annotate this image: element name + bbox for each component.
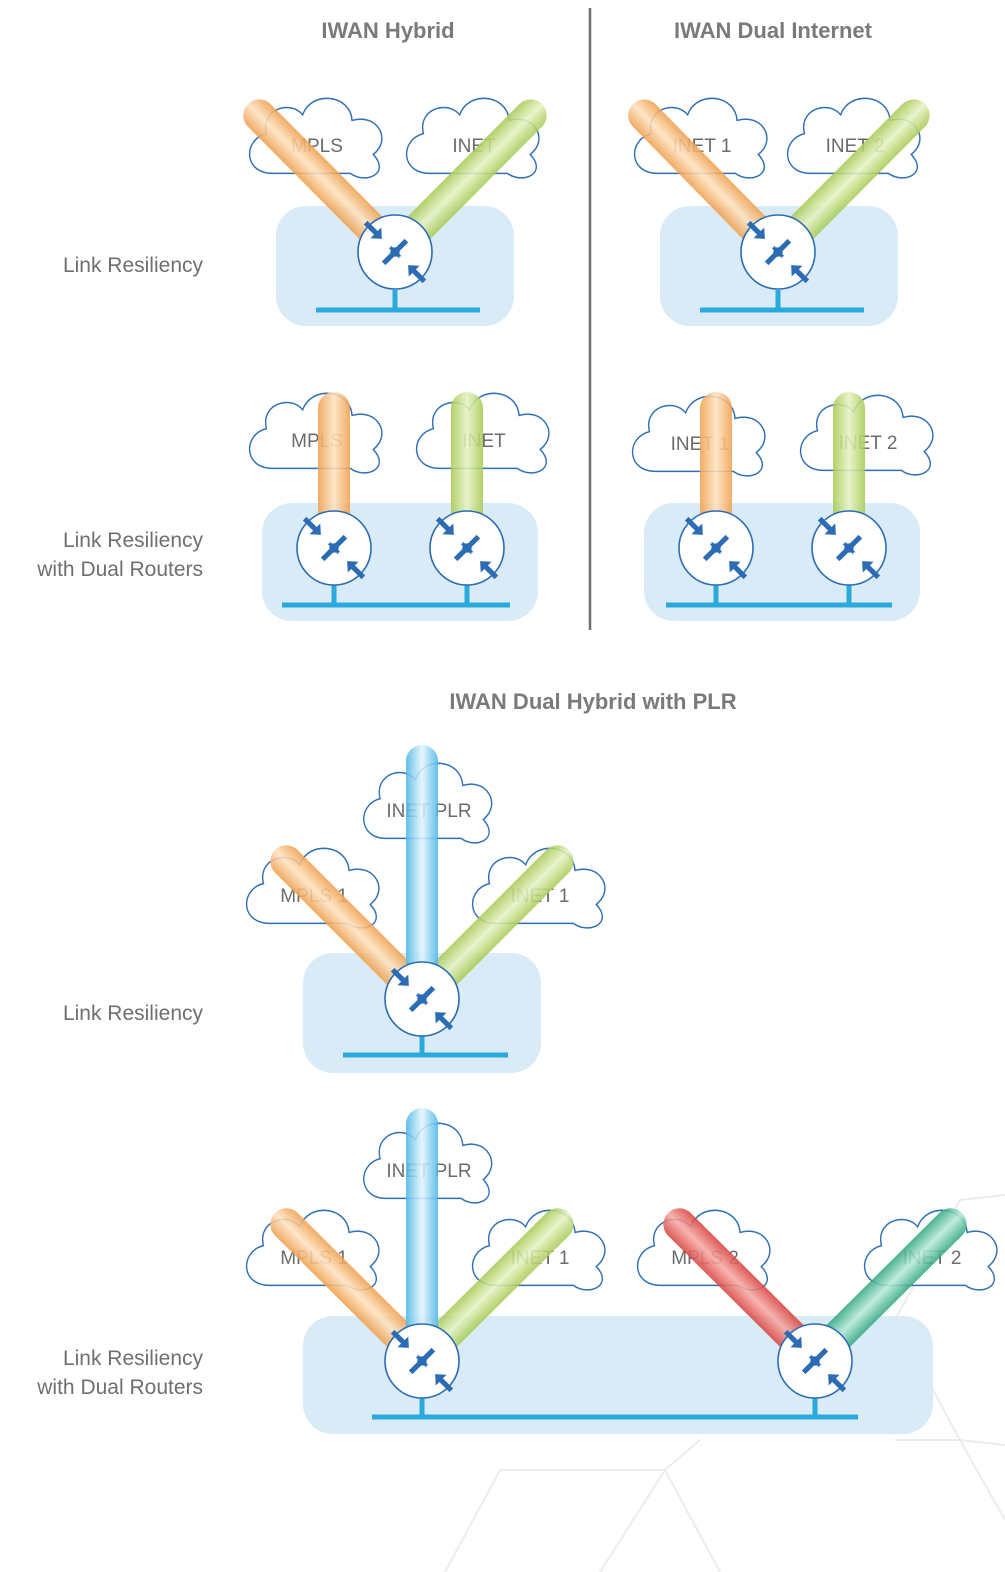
dualinet-single-inet1-link-tube (628, 99, 783, 257)
hybrid-single-router-icon (357, 214, 433, 290)
dualinet-single-inet2-link-tube (773, 99, 930, 257)
heading-iwan-dual-hybrid-plr: IWAN Dual Hybrid with PLR (449, 689, 736, 714)
plr-single-inetplr-link-tube (406, 745, 438, 997)
plr-dual-inet2-link-tube (810, 1208, 967, 1364)
dualinet-dual-inet2-router-icon (811, 510, 887, 586)
plr-dual-mpls2-link-tube (663, 1208, 820, 1364)
plr-dual-site-box (303, 1316, 933, 1434)
plr-dual-left-router-icon (384, 1323, 460, 1399)
row-label-plr-dual-line2: with Dual Routers (36, 1376, 203, 1399)
plr-single-inet1-link-tube (417, 845, 574, 1002)
plr-dual-right-router-icon (777, 1323, 853, 1399)
plr-dual-mpls1-link-tube (270, 1208, 427, 1364)
plr-dual-inet1-link-tube (417, 1208, 574, 1364)
row-label-plr-link-resiliency: Link Resiliency (63, 1002, 204, 1025)
row-label-link-resiliency: Link Resiliency (63, 254, 204, 277)
dualinet-dual-inet1-router-icon (678, 510, 754, 586)
plr-single-mpls1-link-tube (270, 845, 427, 1002)
hybrid-single-inet-link-tube (390, 99, 547, 257)
hybrid-single-mpls-link-tube (243, 99, 400, 257)
heading-iwan-dual-internet: IWAN Dual Internet (674, 18, 873, 43)
hybrid-dual-inet-link-tube (451, 392, 483, 546)
dualinet-single-router-icon (740, 214, 816, 290)
dualinet-dual-inet2-link-tube (833, 392, 865, 546)
plr-dual-inetplr-link-tube (406, 1108, 438, 1359)
row-label-plr-dual-line1: Link Resiliency (63, 1347, 204, 1370)
hybrid-dual-mpls-router-icon (296, 510, 372, 586)
heading-iwan-hybrid: IWAN Hybrid (321, 18, 454, 43)
row-label-link-resiliency-dual-line2: with Dual Routers (36, 558, 203, 581)
row-label-link-resiliency-dual-line1: Link Resiliency (63, 529, 204, 552)
plr-single-router-icon (384, 961, 460, 1037)
dualinet-dual-inet1-link-tube (700, 392, 732, 546)
hybrid-dual-inet-router-icon (429, 510, 505, 586)
hybrid-dual-mpls-link-tube (318, 392, 350, 546)
